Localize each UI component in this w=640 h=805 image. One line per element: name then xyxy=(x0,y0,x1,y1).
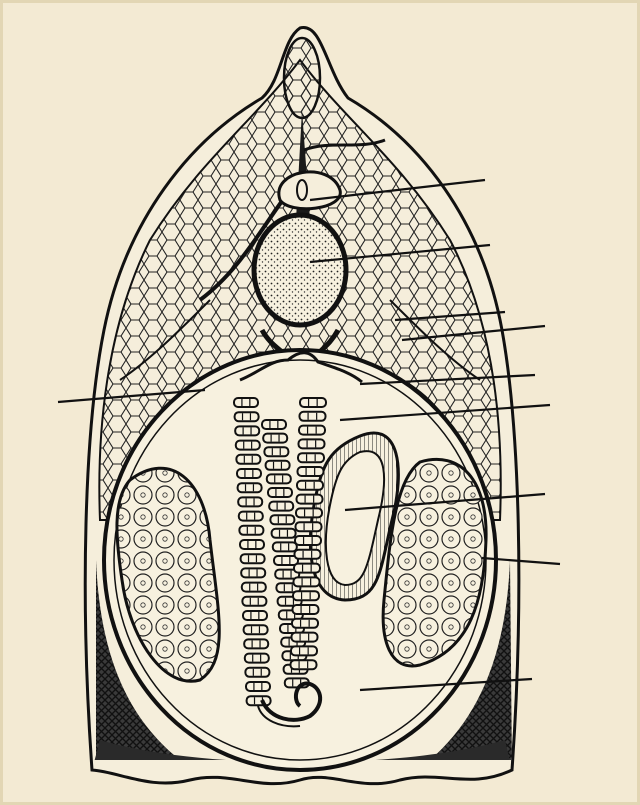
notochord xyxy=(254,215,346,325)
gill-bar xyxy=(243,611,267,620)
gill-bar xyxy=(299,426,325,435)
gill-bar xyxy=(239,526,263,535)
gill-bar xyxy=(234,398,258,407)
gill-bar xyxy=(300,412,326,421)
gill-bar xyxy=(245,654,269,663)
gill-bar xyxy=(237,469,261,478)
gill-bar xyxy=(244,639,268,648)
gill-bar xyxy=(241,554,265,563)
gill-bar xyxy=(296,522,322,531)
gill-bar xyxy=(293,605,319,614)
gill-bar xyxy=(273,542,297,551)
gill-bar xyxy=(297,495,323,504)
gill-bar xyxy=(293,591,319,600)
gill-bar xyxy=(247,696,271,705)
gill-bar xyxy=(267,474,291,483)
gill-bar xyxy=(269,502,293,511)
gill-bar xyxy=(242,597,266,606)
gill-bar xyxy=(245,668,269,677)
gill-bar xyxy=(297,481,323,490)
gill-bar xyxy=(236,455,260,464)
gill-bar xyxy=(246,682,270,691)
gill-bar xyxy=(294,564,320,573)
gill-bar xyxy=(266,461,290,470)
gill-bar xyxy=(268,488,292,497)
gill-bar xyxy=(291,660,317,669)
gill-bar xyxy=(264,447,288,456)
spinal-cord xyxy=(279,172,340,209)
gill-bar xyxy=(263,434,287,443)
gill-bar xyxy=(270,515,294,524)
gill-bar xyxy=(241,568,265,577)
gill-bar xyxy=(236,441,260,450)
gill-bar xyxy=(235,426,259,435)
gill-bar xyxy=(238,497,262,506)
gill-bar xyxy=(296,508,322,517)
gill-bar xyxy=(291,646,317,655)
gill-bar xyxy=(242,583,266,592)
gill-bar xyxy=(244,625,268,634)
gill-bar xyxy=(292,619,318,628)
gill-bar xyxy=(238,483,262,492)
gill-bar xyxy=(295,550,321,559)
gill-bar xyxy=(294,577,320,586)
gill-bar xyxy=(292,633,318,642)
gill-bar xyxy=(295,536,321,545)
gill-bar xyxy=(272,529,296,538)
gill-bar xyxy=(239,512,263,521)
gill-bar xyxy=(262,420,286,429)
gill-bar xyxy=(298,453,324,462)
gill-bar xyxy=(300,398,326,407)
gill-bar xyxy=(299,439,325,448)
gill-bar xyxy=(235,412,259,421)
gill-bar xyxy=(240,540,264,549)
gill-bar xyxy=(298,467,324,476)
